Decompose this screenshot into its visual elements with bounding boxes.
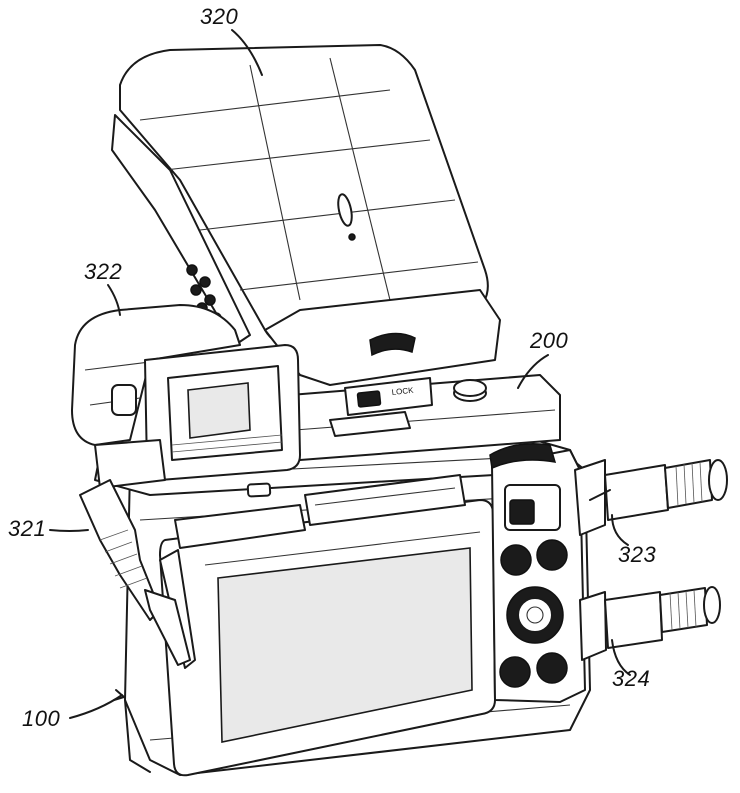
leader-lines bbox=[49, 29, 631, 719]
lock-switch-text: LOCK bbox=[391, 386, 414, 397]
label-100: 100 bbox=[22, 706, 61, 731]
control-panel bbox=[489, 443, 586, 703]
label-320: 320 bbox=[200, 4, 239, 29]
viewfinder bbox=[71, 304, 301, 489]
lcd-monitor bbox=[159, 474, 496, 777]
flash-unit: LOCK bbox=[111, 44, 501, 416]
label-200: 200 bbox=[530, 328, 569, 353]
label-321: 321 bbox=[8, 516, 47, 541]
cable-clip bbox=[79, 479, 191, 666]
upper-cable bbox=[574, 459, 728, 536]
label-323: 323 bbox=[618, 542, 657, 567]
lower-cable bbox=[579, 586, 721, 661]
label-324: 324 bbox=[612, 666, 651, 691]
label-322: 322 bbox=[84, 259, 123, 284]
